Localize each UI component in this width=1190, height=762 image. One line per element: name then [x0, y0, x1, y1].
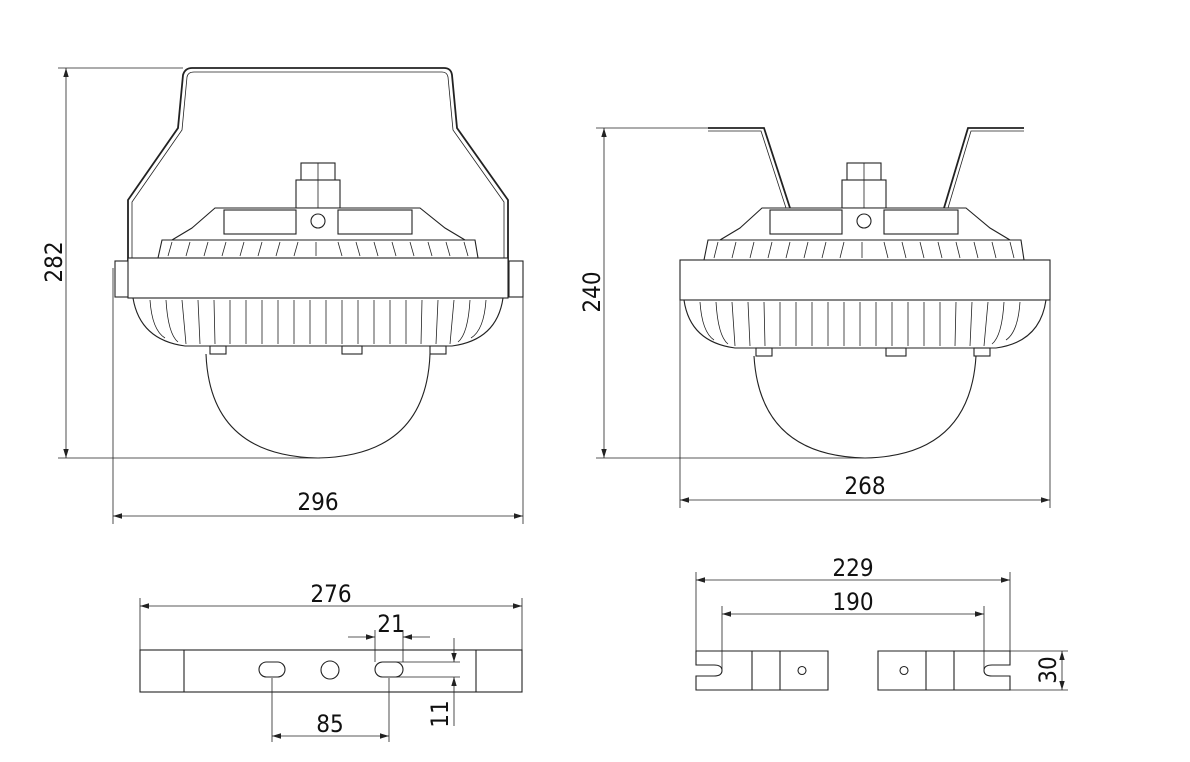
front-view-lamp: [114, 67, 524, 459]
dim-mount-height: 30: [1034, 656, 1062, 683]
bracket-dimensions: [139, 598, 523, 742]
dim-front-width: 296: [297, 488, 338, 516]
dim-slot-height: 11: [426, 700, 454, 727]
dim-bracket-length: 276: [310, 580, 351, 608]
dim-slot-spacing: 85: [316, 710, 343, 738]
dim-mount-inner-span: 190: [832, 588, 873, 616]
bracket-plate-detail: [139, 649, 523, 693]
dim-mount-outer-span: 229: [832, 554, 873, 582]
dim-front-height: 282: [40, 241, 68, 282]
front-dimensions: [58, 67, 524, 524]
dim-side-width: 268: [844, 472, 885, 500]
side-view-lamp: [679, 127, 1051, 459]
dim-side-height: 240: [578, 271, 606, 312]
side-dimensions: [596, 127, 1051, 508]
mount-plates-detail: [695, 650, 1011, 691]
dim-slot-width: 21: [377, 610, 404, 638]
top-fins: [157, 239, 479, 259]
mount-dimensions: [695, 572, 1068, 691]
